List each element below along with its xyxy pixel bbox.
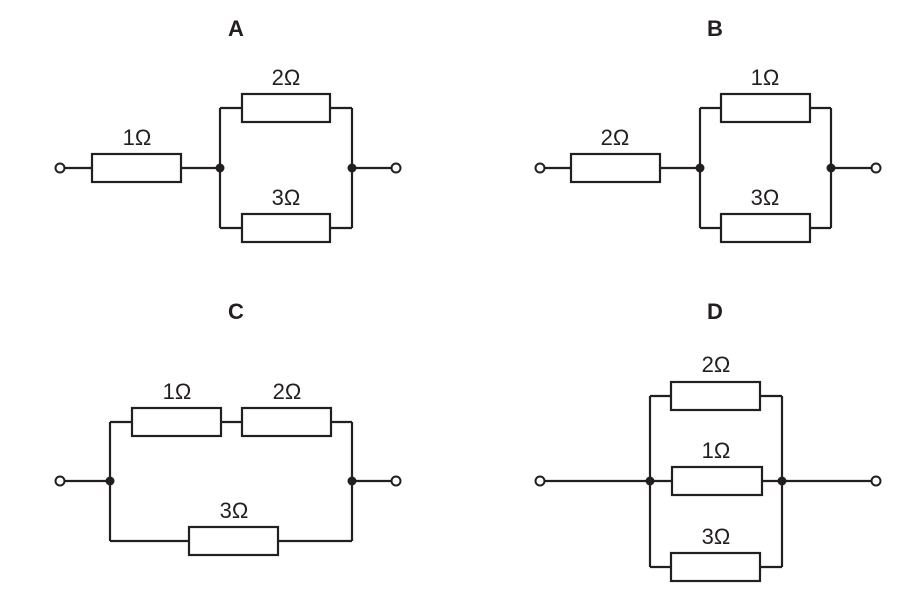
circuit-b-junction-left xyxy=(695,163,705,173)
circuit-a: A 1Ω 2Ω 3Ω xyxy=(54,16,402,244)
circuit-b-resistor-series xyxy=(569,152,662,184)
circuit-d-title: D xyxy=(707,299,723,324)
circuit-c-title: C xyxy=(228,299,244,324)
circuit-b-terminal-right xyxy=(870,162,882,174)
circuit-c: C 1Ω 2Ω 3Ω xyxy=(54,299,402,557)
circuit-b-junction-right xyxy=(826,163,836,173)
circuit-c-resistor-top-right xyxy=(240,406,333,438)
circuit-d-label-middle: 1Ω xyxy=(702,438,731,463)
circuit-d-label-bottom: 3Ω xyxy=(702,524,731,549)
circuit-a-title: A xyxy=(228,16,244,41)
circuit-d-resistor-top xyxy=(669,380,762,412)
circuit-b-resistor-top xyxy=(719,92,812,124)
circuit-a-label-bottom: 3Ω xyxy=(272,185,301,210)
circuit-c-resistor-top-left xyxy=(130,406,223,438)
circuit-b-label-top: 1Ω xyxy=(751,65,780,90)
circuit-b-title: B xyxy=(707,16,723,41)
circuit-a-resistor-bottom xyxy=(240,212,332,244)
circuit-d-junction-right xyxy=(777,476,787,486)
circuit-a-junction-right xyxy=(347,163,357,173)
circuit-c-junction-left xyxy=(105,476,115,486)
circuit-c-label-top-right: 2Ω xyxy=(273,379,302,404)
circuit-d: D 2Ω 1Ω 3Ω xyxy=(534,299,882,583)
circuit-b-resistor-bottom xyxy=(719,212,812,244)
circuit-b: B 2Ω 1Ω 3Ω xyxy=(534,16,882,244)
circuit-c-label-bottom: 3Ω xyxy=(220,498,249,523)
circuit-c-terminal-left xyxy=(54,475,66,487)
circuit-d-junction-left xyxy=(645,476,655,486)
circuit-b-terminal-left xyxy=(534,162,546,174)
circuit-a-label-top: 2Ω xyxy=(272,65,301,90)
circuit-d-terminal-right xyxy=(870,475,882,487)
circuit-a-resistor-top xyxy=(240,92,332,124)
circuit-a-label-series: 1Ω xyxy=(123,125,152,150)
circuit-a-terminal-right xyxy=(390,162,402,174)
circuit-b-label-bottom: 3Ω xyxy=(751,185,780,210)
circuit-c-resistor-bottom xyxy=(187,525,280,557)
circuit-c-junction-right xyxy=(347,476,357,486)
circuit-b-label-series: 2Ω xyxy=(601,125,630,150)
circuit-a-junction-left xyxy=(215,163,225,173)
circuit-a-terminal-left xyxy=(54,162,66,174)
circuit-d-label-top: 2Ω xyxy=(702,352,731,377)
circuit-d-terminal-left xyxy=(534,475,546,487)
circuit-d-resistor-middle xyxy=(670,465,764,497)
circuit-a-resistor-series xyxy=(90,152,183,184)
circuit-c-label-top-left: 1Ω xyxy=(163,379,192,404)
circuit-c-terminal-right xyxy=(390,475,402,487)
circuit-d-resistor-bottom xyxy=(669,551,762,583)
